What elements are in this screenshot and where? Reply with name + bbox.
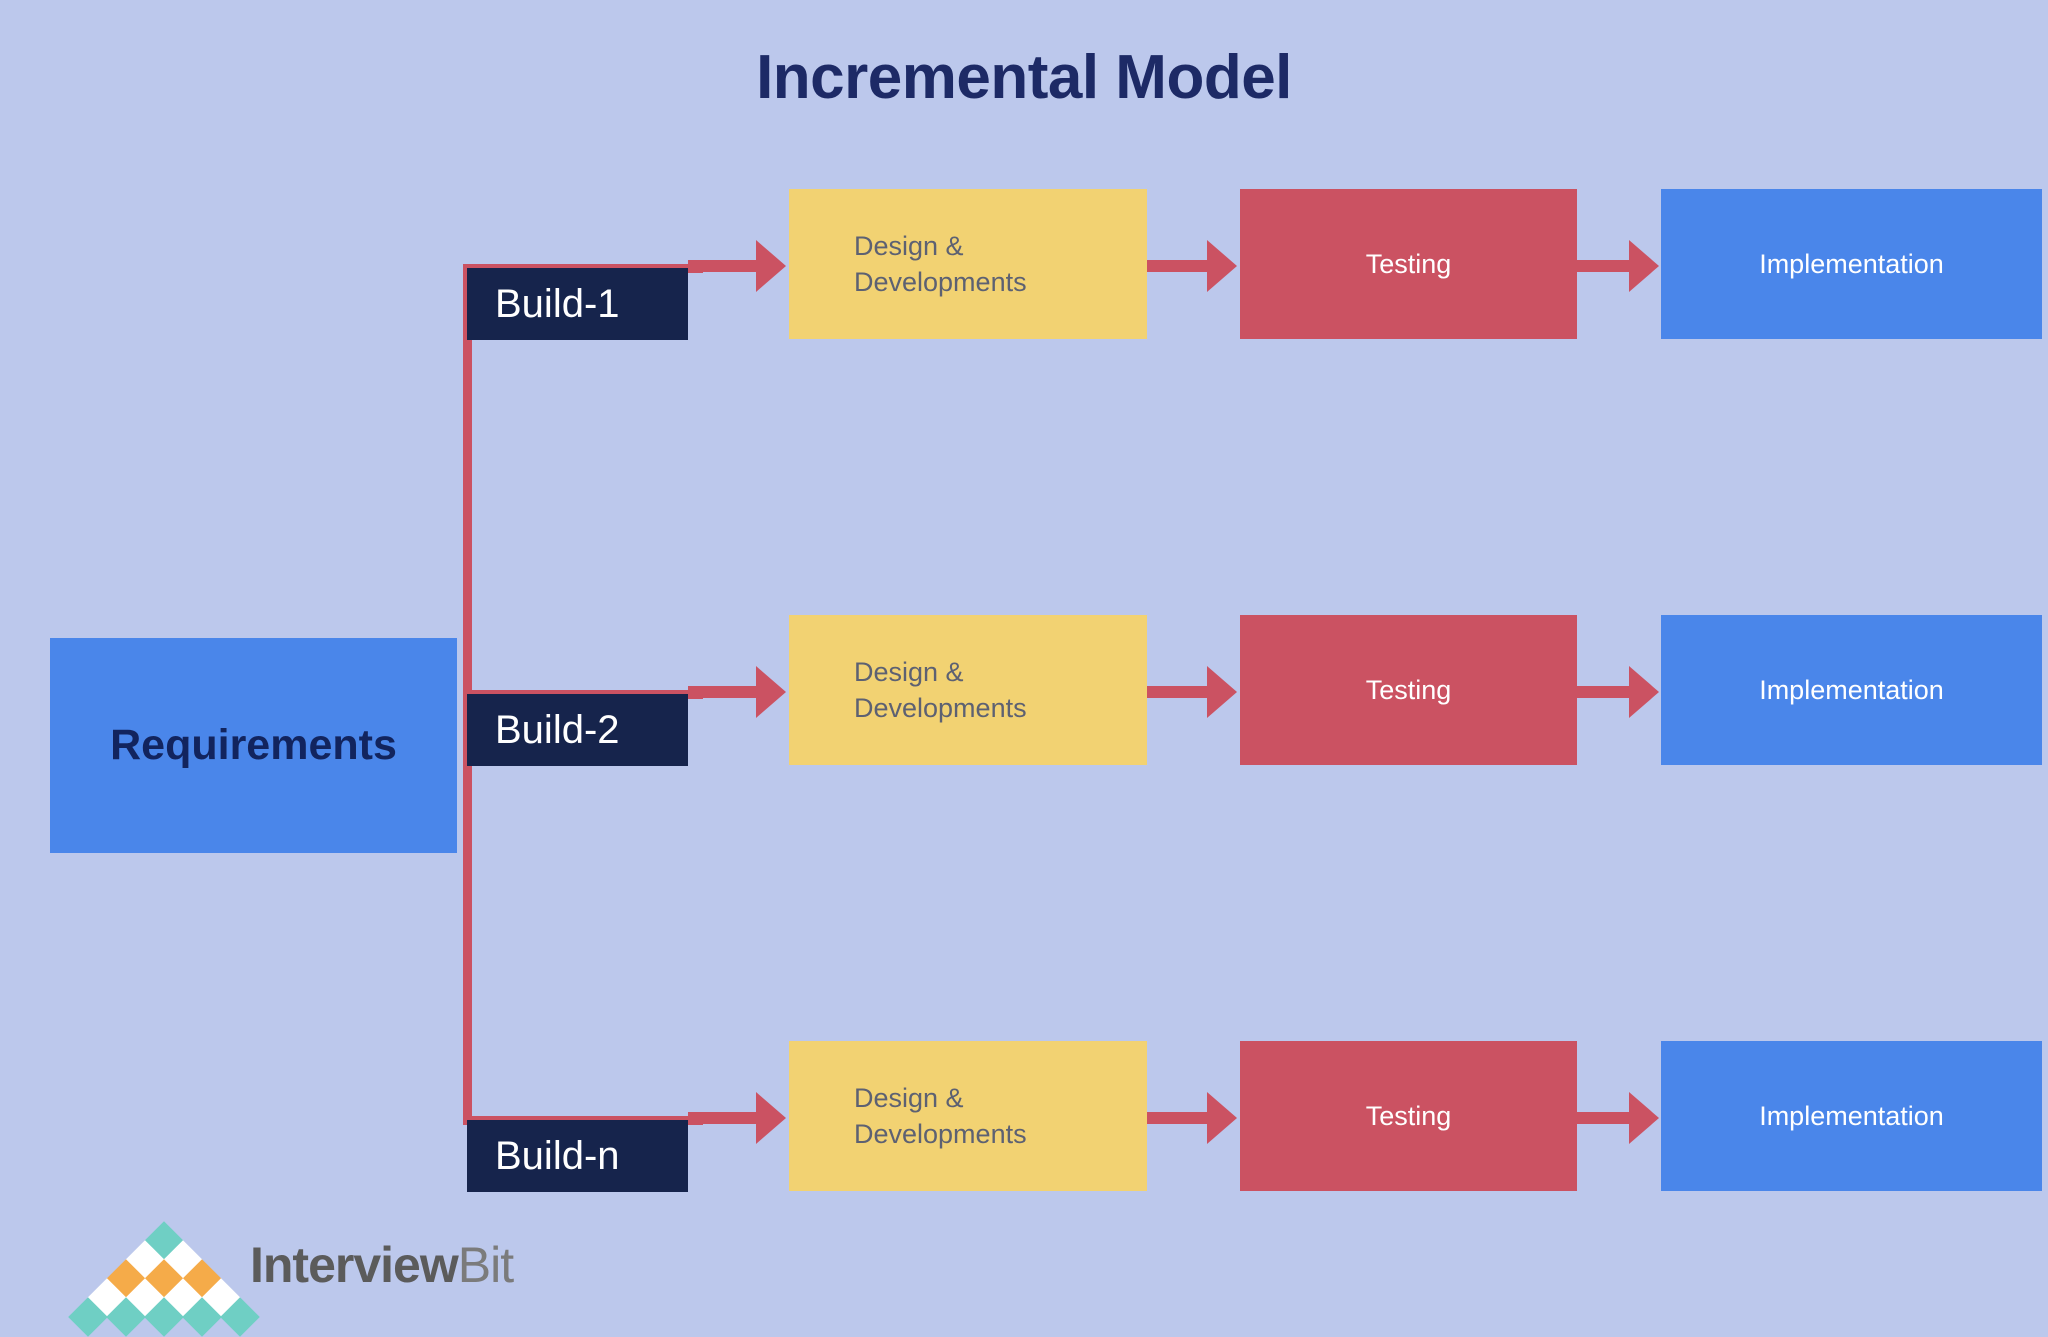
node-testing-1-label: Testing [1365, 248, 1452, 279]
interviewbit-logo: InterviewBit [68, 1221, 514, 1337]
node-build-n[interactable]: Build-n [467, 1120, 688, 1192]
node-testing-n-label: Testing [1365, 1100, 1452, 1131]
arrow-build-1-to-design [688, 260, 758, 272]
node-implementation-2-label: Implementation [1759, 674, 1944, 705]
arrow-build-n-to-design [688, 1112, 758, 1124]
node-implementation-2[interactable]: Implementation [1661, 615, 2042, 765]
node-build-1[interactable]: Build-1 [467, 268, 688, 340]
arrow-design-1-to-testing [1147, 260, 1209, 272]
node-design-n[interactable]: Design & Developments [789, 1041, 1147, 1191]
page-title: Incremental Model [756, 43, 1292, 112]
arrow-testing-n-to-implementation [1577, 1112, 1631, 1124]
node-build-n-label: Build-n [495, 1133, 620, 1178]
node-requirements-label: Requirements [110, 721, 397, 769]
node-testing-2[interactable]: Testing [1240, 615, 1577, 765]
node-design-2-label: Design & Developments [854, 656, 1027, 723]
node-design-1[interactable]: Design & Developments [789, 189, 1147, 339]
arrow-testing-1-to-implementation [1577, 260, 1631, 272]
arrow-build-2-to-design [688, 686, 758, 698]
node-design-2[interactable]: Design & Developments [789, 615, 1147, 765]
node-design-n-label: Design & Developments [854, 1082, 1027, 1149]
node-implementation-1[interactable]: Implementation [1661, 189, 2042, 339]
node-implementation-n[interactable]: Implementation [1661, 1041, 2042, 1191]
node-testing-1[interactable]: Testing [1240, 189, 1577, 339]
arrow-design-2-to-testing [1147, 686, 1209, 698]
arrow-testing-2-to-implementation [1577, 686, 1631, 698]
interviewbit-wordmark: InterviewBit [250, 1237, 514, 1293]
node-testing-n[interactable]: Testing [1240, 1041, 1577, 1191]
node-design-1-label: Design & Developments [854, 230, 1027, 297]
node-requirements[interactable]: Requirements [50, 638, 457, 853]
node-build-2[interactable]: Build-2 [467, 694, 688, 766]
node-build-1-label: Build-1 [495, 281, 620, 326]
node-implementation-1-label: Implementation [1759, 248, 1944, 279]
node-implementation-n-label: Implementation [1759, 1100, 1944, 1131]
arrow-design-n-to-testing [1147, 1112, 1209, 1124]
node-build-2-label: Build-2 [495, 707, 620, 752]
interviewbit-wordmark-light: Bit [457, 1237, 514, 1293]
interviewbit-wordmark-bold: Interview [250, 1237, 459, 1293]
interviewbit-logo-icon [68, 1221, 260, 1337]
node-testing-2-label: Testing [1365, 674, 1452, 705]
